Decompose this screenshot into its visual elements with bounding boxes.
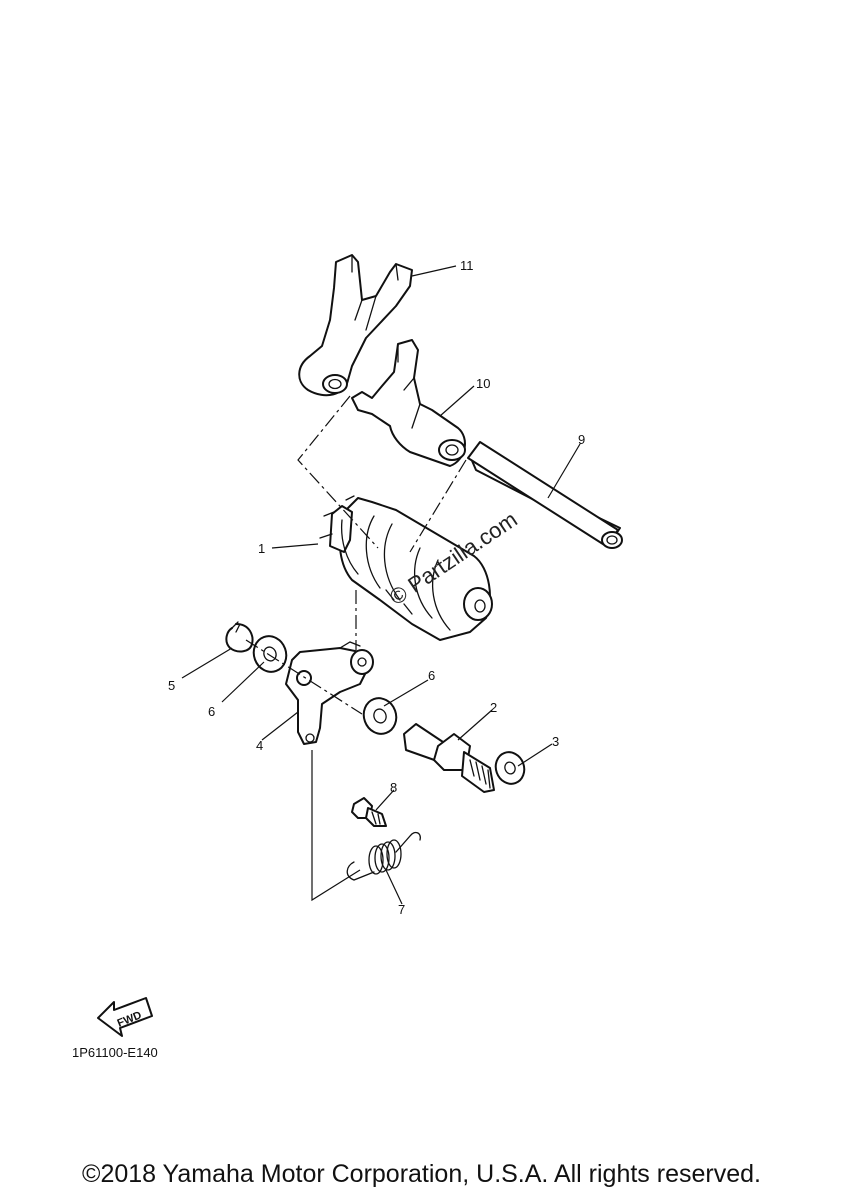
callout-9: 9 xyxy=(578,432,585,447)
shift-assembly-diagram: 11 10 9 1 5 6 6 4 2 3 8 7 © Partzilla.co… xyxy=(97,254,623,1037)
callout-8: 8 xyxy=(390,780,397,795)
circlip-5 xyxy=(225,621,254,653)
bolt-8 xyxy=(351,797,387,827)
shift-fork-10 xyxy=(351,339,466,467)
copyright-notice: ©2018 Yamaha Motor Corporation, U.S.A. A… xyxy=(82,1160,761,1188)
washer-3 xyxy=(494,751,526,785)
assembly-lines xyxy=(245,395,467,902)
callout-4: 4 xyxy=(256,738,263,753)
return-spring-7 xyxy=(346,831,421,881)
shift-drum-1 xyxy=(319,495,493,641)
leader-lines xyxy=(181,265,581,905)
pivot-bolt-2 xyxy=(403,723,495,793)
fwd-arrow-icon: FWD xyxy=(97,997,153,1037)
callout-6-left: 6 xyxy=(208,704,215,719)
callout-3: 3 xyxy=(552,734,559,749)
callout-1: 1 xyxy=(258,541,265,556)
callout-5: 5 xyxy=(168,678,175,693)
washer-6-left xyxy=(252,635,288,673)
guide-bar-9 xyxy=(467,441,623,549)
callout-11: 11 xyxy=(460,258,474,273)
callout-6-right: 6 xyxy=(428,668,435,683)
shift-lever-4 xyxy=(285,641,374,745)
diagram-code: 1P61100-E140 xyxy=(72,1045,158,1060)
callout-10: 10 xyxy=(476,376,490,391)
shift-fork-11 xyxy=(298,254,413,397)
washer-6-right xyxy=(362,697,398,735)
callout-2: 2 xyxy=(490,700,497,715)
callout-7: 7 xyxy=(398,902,405,917)
